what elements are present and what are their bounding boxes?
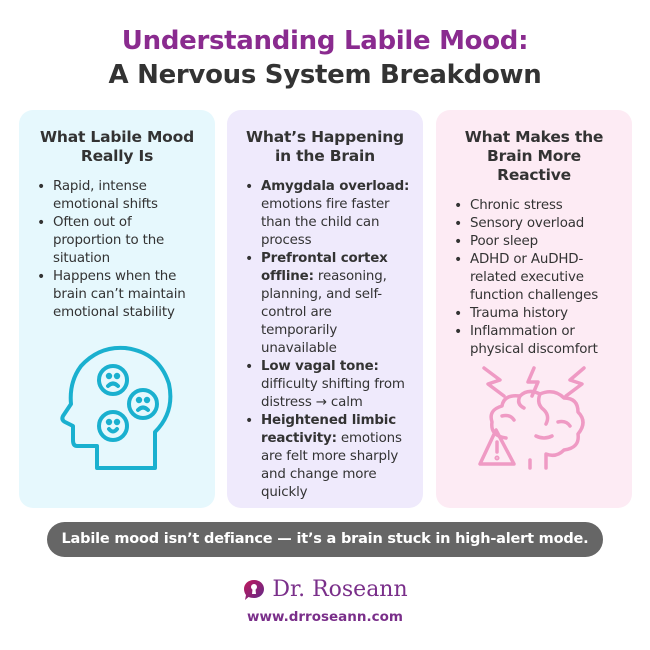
keyhole-speech-bubble-icon xyxy=(244,580,265,600)
list-item: Sensory overload xyxy=(448,215,620,233)
list-item: Trauma history xyxy=(448,305,620,323)
item-desc: reasoning, planning, and self-control ar… xyxy=(261,269,387,356)
card-title: What Makes the Brain More Reactive xyxy=(464,128,604,184)
item-desc: difficulty shifting from distress → calm xyxy=(261,377,405,410)
item-desc: emotions fire faster than the child can … xyxy=(261,197,390,248)
list-item: Often out of proportion to the situation xyxy=(31,214,203,268)
card-title: What’s Happening in the Brain xyxy=(246,128,404,165)
list-item: Low vagal tone: difficulty shifting from… xyxy=(239,358,411,412)
list-item: Poor sleep xyxy=(448,233,620,251)
list-item: Happens when the brain can’t maintain em… xyxy=(31,268,203,322)
bullet-list: Chronic stress Sensory overload Poor sle… xyxy=(448,197,620,359)
head-with-moods-icon xyxy=(60,345,173,470)
brand-footer: Dr. Roseann www.drroseann.com xyxy=(0,577,650,626)
page-title: Understanding Labile Mood: A Nervous Sys… xyxy=(0,24,650,92)
item-term: Amygdala overload: xyxy=(261,179,410,194)
title-line-1: Understanding Labile Mood: xyxy=(121,26,529,56)
brand-name: Dr. Roseann xyxy=(272,577,408,602)
list-item: Rapid, intense emotional shifts xyxy=(31,178,203,214)
bullet-list: Amygdala overload: emotions fire faster … xyxy=(239,178,411,502)
key-takeaway-callout: Labile mood isn’t defiance — it’s a brai… xyxy=(47,522,603,557)
title-line-2: A Nervous System Breakdown xyxy=(108,60,542,90)
bullet-list: Rapid, intense emotional shifts Often ou… xyxy=(31,178,203,322)
card-whats-happening-in-brain: What’s Happening in the Brain Amygdala o… xyxy=(227,110,423,508)
list-item: Prefrontal cortex offline: reasoning, pl… xyxy=(239,250,411,358)
list-item: Heightened limbic reactivity: emotions a… xyxy=(239,412,411,502)
brain-warning-lightning-icon xyxy=(478,366,586,470)
list-item: Amygdala overload: emotions fire faster … xyxy=(239,178,411,250)
website-link[interactable]: www.drroseann.com xyxy=(247,609,403,625)
item-desc: emotions are felt more sharply and chang… xyxy=(261,431,402,500)
card-title: What Labile Mood Really Is xyxy=(40,128,194,165)
list-item: Inflammation or physical discomfort xyxy=(448,323,620,359)
list-item: Chronic stress xyxy=(448,197,620,215)
item-term: Prefrontal cortex offline: xyxy=(261,251,388,284)
list-item: ADHD or AuDHD-related executive function… xyxy=(448,251,620,305)
card-what-makes-brain-reactive: What Makes the Brain More Reactive Chron… xyxy=(436,110,632,508)
card-what-labile-mood-is: What Labile Mood Really Is Rapid, intens… xyxy=(19,110,215,508)
item-term: Low vagal tone: xyxy=(261,359,379,374)
item-term: Heightened limbic reactivity: xyxy=(261,413,397,446)
